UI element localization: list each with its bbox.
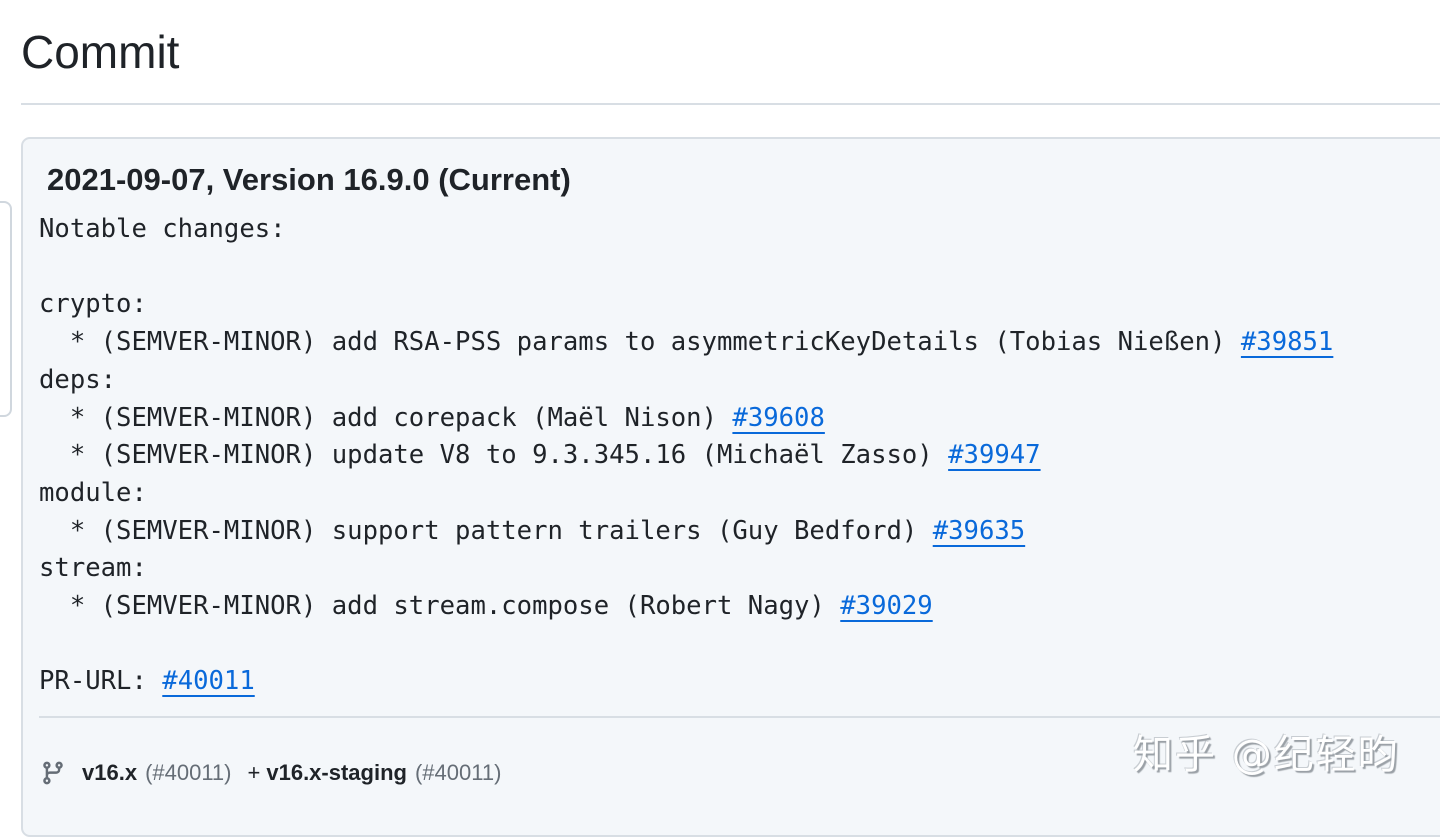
title-divider: [21, 103, 1440, 105]
pull-request-link[interactable]: #39947: [948, 440, 1041, 471]
commit-message-line: * (SEMVER-MINOR) add RSA-PSS params to a…: [39, 327, 1334, 358]
branch-link-v16x-staging[interactable]: v16.x-staging: [266, 760, 407, 785]
commit-message-text: Notable changes:: [39, 214, 286, 244]
branch-link-v16x[interactable]: v16.x: [82, 760, 138, 785]
commit-message-line: PR-URL: #40011: [39, 666, 255, 696]
side-panel-handle[interactable]: [0, 201, 12, 417]
commit-footer-divider: [39, 716, 1440, 718]
commit-message-line: deps:: [39, 365, 116, 395]
commit-message-box: [21, 137, 1440, 837]
commit-message-text: deps:: [39, 364, 117, 395]
commit-message-text: PR-URL:: [39, 666, 163, 697]
commit-message-line: * (SEMVER-MINOR) update V8 to 9.3.345.16…: [39, 440, 1041, 470]
commit-title: 2021-09-07, Version 16.9.0 (Current): [47, 162, 571, 197]
commit-message-line: * (SEMVER-MINOR) add corepack (Maël Niso…: [39, 403, 825, 433]
branch-separator: +: [247, 760, 261, 785]
pull-request-link[interactable]: #39851: [1240, 327, 1334, 358]
commit-message-line: module:: [39, 478, 147, 508]
commit-message-text: crypto:: [39, 289, 147, 320]
commit-message-text: * (SEMVER-MINOR) add corepack (Maël Niso…: [39, 402, 733, 433]
commit-message-text: * (SEMVER-MINOR) support pattern trailer…: [39, 515, 933, 546]
commit-message-text: * (SEMVER-MINOR) add stream.compose (Rob…: [39, 591, 841, 622]
page-title: Commit: [21, 26, 180, 78]
commit-message-line: Notable changes:: [39, 214, 286, 244]
branch-pr-link[interactable]: (#40011): [145, 760, 232, 785]
commit-message-line: * (SEMVER-MINOR) support pattern trailer…: [39, 516, 1025, 546]
commit-message-body: Notable changes: crypto: * (SEMVER-MINOR…: [39, 211, 1333, 701]
git-branch-icon: [43, 761, 63, 785]
watermark: 知乎 @纪轻昀: [1133, 732, 1400, 778]
commit-message-line: stream:: [39, 553, 147, 583]
commit-message-text: stream:: [39, 553, 147, 584]
branch-pr-link[interactable]: (#40011): [414, 760, 502, 785]
branch-list: v16.x (#40011) + v16.x-staging (#40011): [40, 756, 501, 790]
pull-request-link[interactable]: #40011: [162, 666, 255, 697]
commit-message-line: crypto:: [39, 289, 147, 319]
pull-request-link[interactable]: #39635: [932, 515, 1026, 546]
commit-message-text: module:: [39, 477, 147, 508]
commit-message-text: * (SEMVER-MINOR) add RSA-PSS params to a…: [39, 327, 1241, 358]
pull-request-link[interactable]: #39029: [840, 591, 933, 622]
pull-request-link[interactable]: #39608: [732, 402, 825, 433]
commit-message-text: * (SEMVER-MINOR) update V8 to 9.3.345.16…: [39, 440, 949, 471]
commit-message-line: * (SEMVER-MINOR) add stream.compose (Rob…: [39, 591, 933, 621]
